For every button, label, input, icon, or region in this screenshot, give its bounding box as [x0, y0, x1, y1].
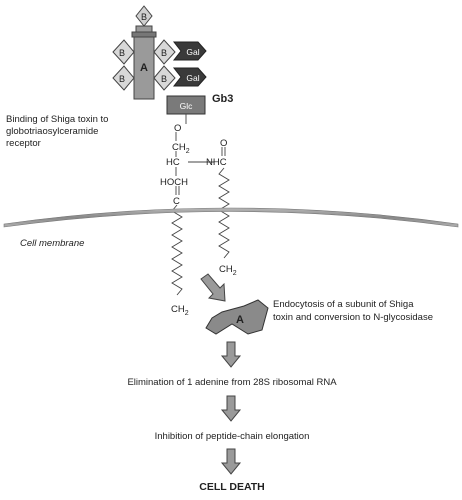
binding-line-3: receptor [6, 138, 41, 149]
gal-label-1: Gal [186, 47, 199, 57]
a-label: A [140, 62, 148, 74]
fatty-chain-left [171, 204, 183, 296]
endocytosis-line-1: Endocytosis of a subunit of Shiga [273, 299, 414, 310]
fatty-chain-right [218, 167, 230, 259]
endocytosis-description: Endocytosis of a subunit of Shiga toxin … [273, 299, 433, 323]
cell-membrane-label: Cell membrane [20, 238, 84, 249]
toxin-neck [135, 25, 153, 33]
gal-sugar-2 [172, 67, 207, 87]
chem-o-carbonyl: O [220, 138, 227, 149]
endocytosis-arrow [200, 273, 226, 302]
glc-label: Glc [180, 101, 194, 111]
cell-membrane [3, 207, 459, 228]
gal-sugar-1 [172, 41, 207, 61]
gb3-label: Gb3 [212, 93, 233, 105]
a-subunit [133, 36, 155, 100]
chem-hoch: HOCH [160, 177, 188, 188]
inhibition-step: Inhibition of peptide-chain elongation [155, 431, 310, 442]
endocytosis-line-2: toxin and conversion to N-glycosidase [273, 312, 433, 323]
b-label-left-2: B [119, 74, 125, 84]
chem-labels: O CH2 HC NHC O HOCH C CH2 CH2 [160, 123, 237, 317]
chem-o: O [174, 123, 181, 134]
b-label-right-2: B [161, 74, 167, 84]
ceramide-structure [171, 114, 230, 296]
b-subunit-left-1 [112, 39, 135, 65]
a-fragment-label: A [236, 314, 244, 326]
down-arrow-3 [220, 448, 242, 475]
binding-line-1: Binding of Shiga toxin to [6, 114, 108, 125]
chem-hc: HC [166, 157, 180, 168]
adenine-step: Elimination of 1 adenine from 28S riboso… [127, 377, 337, 388]
chem-ch2-left: CH2 [171, 304, 189, 317]
a-subunit-glycosidase: A [205, 299, 269, 335]
binding-line-2: globotriaosylceramide [6, 126, 98, 137]
binding-description: Binding of Shiga toxin to globotriaosylc… [6, 114, 108, 149]
b-label-top: B [141, 12, 147, 22]
gal-label-2: Gal [186, 73, 199, 83]
b-subunit-right-1 [153, 39, 176, 65]
chem-ch2-right: CH2 [219, 264, 237, 277]
toxin-neck-bar [131, 31, 157, 38]
cell-death-step: CELL DEATH [199, 481, 265, 493]
b-subunit-left-2 [112, 65, 135, 91]
shiga-toxin: B A B B B B Gal Gal Glc Gb3 [112, 5, 233, 115]
b-label-right-1: B [161, 48, 167, 58]
chem-ch2-top: CH2 [172, 142, 190, 155]
chem-nhc: NHC [206, 157, 227, 168]
b-label-left-1: B [119, 48, 125, 58]
chem-c: C [173, 196, 180, 207]
b-subunit-right-2 [153, 65, 176, 91]
down-arrow-2 [220, 395, 242, 422]
down-arrow-1 [220, 341, 242, 368]
